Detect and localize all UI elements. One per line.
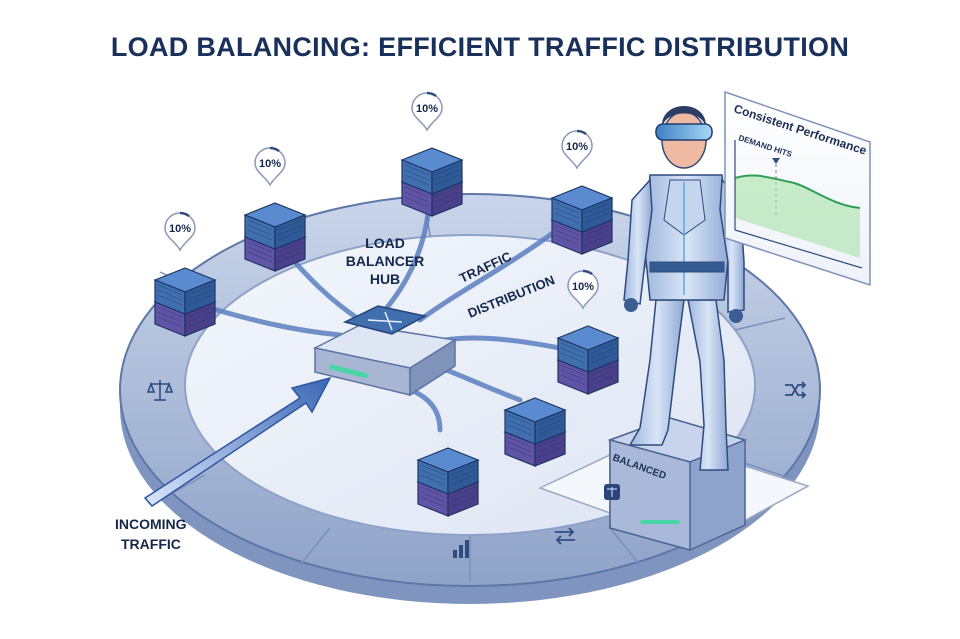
performance-panel: Consistent Performance DEMAND HITS (724, 90, 871, 287)
incoming-label-line2: TRAFFIC (121, 536, 181, 552)
visor-icon (655, 123, 713, 141)
hub-label: LOAD BALANCER HUB (346, 235, 425, 287)
hub-label-line2: BALANCER (346, 253, 425, 269)
server-load-value: 10% (259, 158, 281, 170)
page-title: LOAD BALANCING: EFFICIENT TRAFFIC DISTRI… (111, 32, 849, 62)
routing-arrows-icon (367, 311, 403, 331)
server-load-value: 10% (566, 141, 588, 153)
server-load-badge: 10% (567, 269, 599, 310)
server-stack (243, 202, 307, 272)
server-load-value: 10% (169, 223, 191, 235)
server-stack (556, 325, 620, 395)
server-load-value: 10% (416, 103, 438, 115)
server-stack (550, 185, 614, 255)
server-load-badge: 10% (411, 91, 443, 132)
server-stack (400, 147, 464, 217)
server-stack (153, 267, 217, 337)
incoming-traffic-arrow (143, 376, 332, 507)
server-stack (503, 397, 567, 467)
bar-chart-icon (453, 540, 469, 558)
server-load-badge: 10% (254, 146, 286, 187)
engineer-figure (623, 106, 745, 471)
shuffle-icon (785, 381, 807, 399)
incoming-traffic-label: INCOMING TRAFFIC (115, 516, 187, 552)
server-load-badge: 10% (164, 211, 196, 252)
server-stack (416, 447, 480, 517)
servers-group: 10% 10% 10% 10% 10% (153, 91, 620, 517)
server-load-badge: 10% (561, 129, 593, 170)
incoming-label-line1: INCOMING (115, 516, 187, 532)
load-balancer-hub (312, 305, 458, 397)
hub-label-line3: HUB (370, 271, 400, 287)
server-load-value: 10% (572, 281, 594, 293)
exchange-arrows-icon (555, 527, 575, 545)
hub-label-line1: LOAD (365, 235, 405, 251)
balance-scale-icon (146, 380, 174, 401)
